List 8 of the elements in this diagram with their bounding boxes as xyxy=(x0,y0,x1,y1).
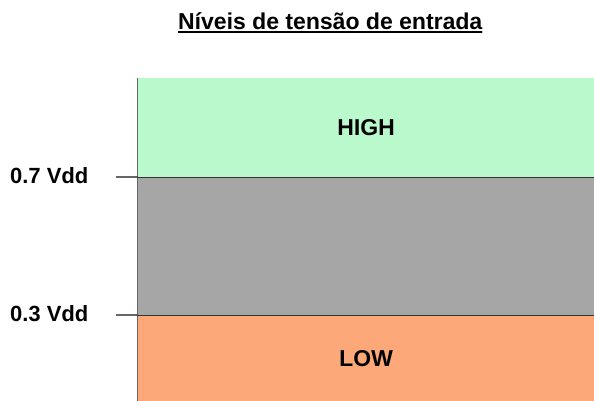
voltage-band xyxy=(138,78,594,177)
threshold-label: 0.7 Vdd xyxy=(10,163,88,189)
diagram-title: Níveis de tensão de entrada xyxy=(178,8,482,35)
voltage-band xyxy=(138,177,594,315)
band-label: HIGH xyxy=(337,114,395,141)
voltage-band xyxy=(138,315,594,401)
band-label: LOW xyxy=(339,345,393,372)
threshold-label: 0.3 Vdd xyxy=(10,301,88,327)
